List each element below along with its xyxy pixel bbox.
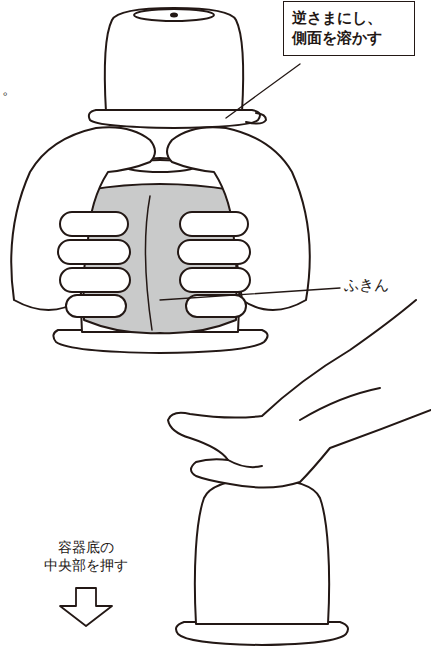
arm-line bbox=[300, 388, 380, 420]
container-tab bbox=[246, 113, 266, 124]
container-upside-down bbox=[89, 8, 266, 128]
finger bbox=[58, 240, 130, 264]
container-lip bbox=[176, 622, 348, 645]
container-bottom bbox=[134, 9, 214, 21]
container-body bbox=[105, 8, 243, 112]
container-body bbox=[195, 478, 329, 624]
label-text: 。 bbox=[2, 80, 17, 100]
finger bbox=[178, 240, 250, 264]
container-pressed bbox=[176, 478, 348, 645]
label-text: ふきん bbox=[344, 276, 389, 296]
finger bbox=[60, 212, 128, 236]
callout-box: 逆さまにし、 側面を溶かす bbox=[283, 1, 415, 56]
finger bbox=[180, 212, 248, 236]
finger bbox=[66, 295, 126, 317]
label-text: 容器底の 中央部を押す bbox=[38, 538, 133, 574]
callout-text: 逆さまにし、 側面を溶かす bbox=[292, 8, 406, 49]
pressing-arm bbox=[168, 300, 431, 488]
finger bbox=[60, 268, 130, 292]
leader-line bbox=[226, 64, 300, 118]
container-in-hands bbox=[11, 127, 310, 353]
right-hand bbox=[167, 127, 310, 310]
leader-line bbox=[160, 288, 340, 300]
container-bottom-center bbox=[171, 14, 177, 17]
thumb bbox=[228, 460, 262, 467]
push-arrow bbox=[60, 588, 112, 626]
finger bbox=[180, 268, 250, 292]
cloth-fold bbox=[145, 196, 152, 330]
left-hand bbox=[11, 127, 155, 310]
